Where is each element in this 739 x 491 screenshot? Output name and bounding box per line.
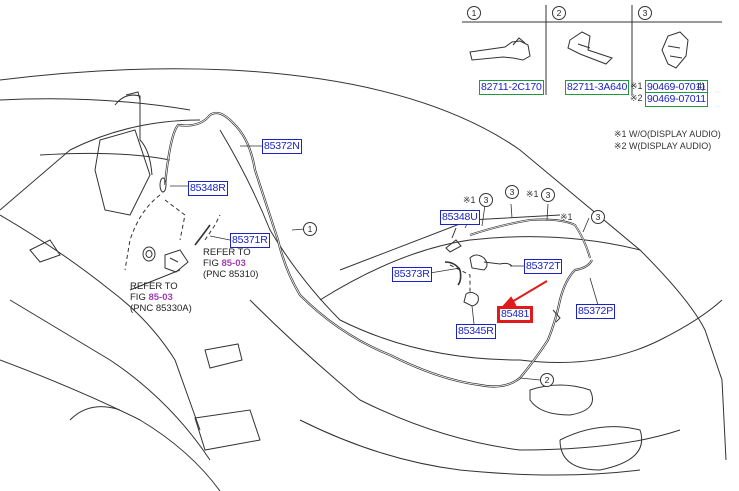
legend-part-90469-07011-w[interactable]: 90469-07011: [645, 92, 708, 107]
refer-right-fig-label: FIG: [203, 258, 219, 269]
legend-circle-2: 2: [552, 6, 566, 20]
marker-1a: ※1: [463, 195, 476, 205]
callout-85372N[interactable]: 85372N: [262, 139, 302, 154]
refer-left-fig-line: FIG 85-03: [130, 292, 192, 303]
callout-85348R[interactable]: 85348R: [188, 181, 228, 196]
legend-quantity: 4): [697, 81, 706, 91]
refer-left-fig-label: FIG: [130, 292, 146, 303]
callout-85373R[interactable]: 85373R: [392, 267, 432, 282]
refer-left-line1: REFER TO: [130, 281, 178, 292]
callout-85371R[interactable]: 85371R: [230, 233, 270, 248]
callout-85481-highlighted[interactable]: 85481: [497, 306, 534, 323]
legend-circle-3: 3: [638, 6, 652, 20]
callout-85348U[interactable]: 85348U: [440, 210, 480, 225]
legend-part-82711-2C170[interactable]: 82711-2C170: [479, 80, 544, 95]
refer-left-fig-link[interactable]: 85-03: [148, 292, 173, 303]
note-without-display-audio: ※1 W/O(DISPLAY AUDIO): [614, 129, 721, 139]
callout-85372T[interactable]: 85372T: [524, 259, 563, 274]
legend-marker-1: ※1: [630, 81, 643, 91]
clip-circle-3d: 3: [591, 210, 605, 224]
clip-circle-1: 1: [303, 222, 317, 236]
refer-right-pnc: (PNC 85310): [203, 269, 259, 280]
refer-right-line1: REFER TO: [203, 247, 251, 258]
marker-1c: ※1: [560, 212, 573, 222]
legend-marker-2: ※2: [630, 93, 643, 103]
clip-circle-2: 2: [540, 373, 554, 387]
clip-circle-3a: 3: [479, 193, 493, 207]
marker-1b: ※1: [526, 189, 539, 199]
clip-circle-3b: 3: [505, 185, 519, 199]
legend-circle-1: 1: [467, 6, 481, 20]
refer-right-fig-line: FIG 85-03: [203, 258, 258, 269]
note-with-display-audio: ※2 W(DISPLAY AUDIO): [614, 141, 712, 151]
callout-85345R[interactable]: 85345R: [456, 324, 496, 339]
refer-note-right: REFER TO FIG 85-03 (PNC 85310): [203, 247, 258, 280]
refer-right-fig-link[interactable]: 85-03: [221, 258, 246, 269]
legend-part-82711-3A640[interactable]: 82711-3A640: [565, 80, 630, 95]
legend-part-90469-07011-w-o[interactable]: 90469-07011: [645, 80, 708, 95]
refer-note-left: REFER TO FIG 85-03 (PNC 85330A): [130, 281, 192, 314]
refer-left-pnc: (PNC 85330A): [130, 303, 192, 314]
clip-circle-3c: 3: [541, 188, 555, 202]
callout-85372P[interactable]: 85372P: [576, 304, 616, 319]
